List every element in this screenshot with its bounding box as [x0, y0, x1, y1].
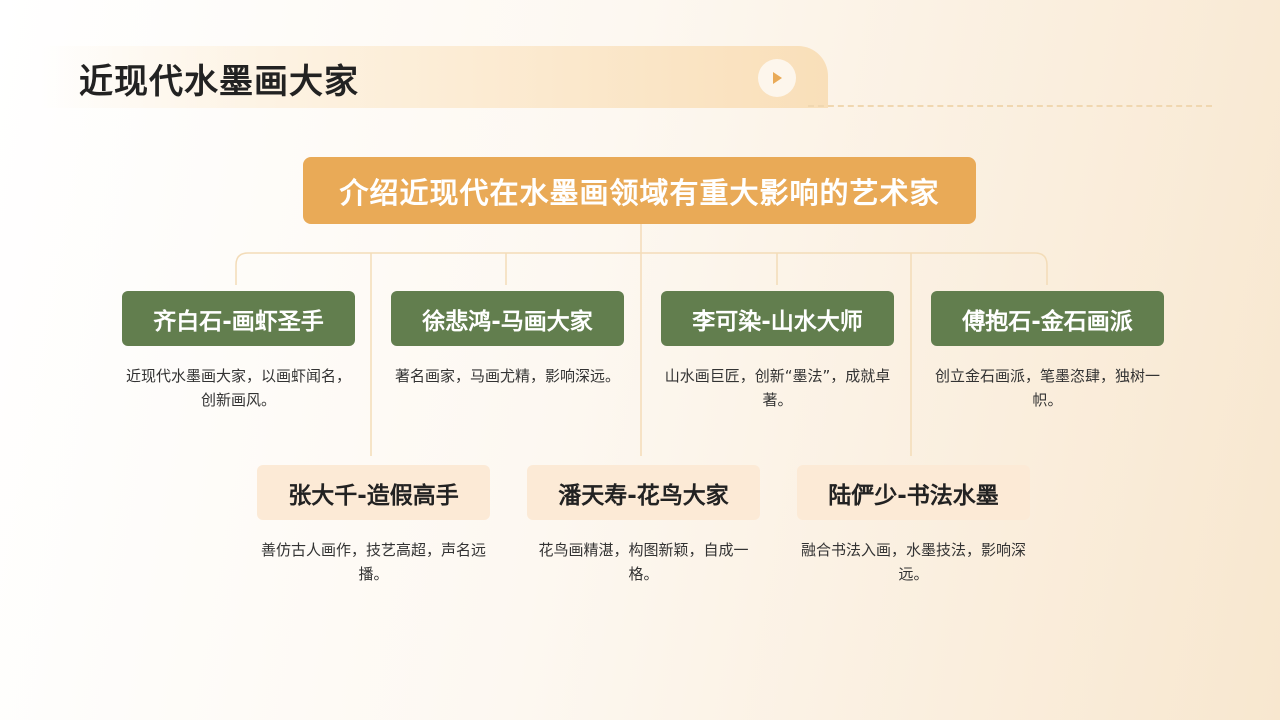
branch-line	[235, 252, 1048, 285]
root-node: 介绍近现代在水墨画领域有重大影响的艺术家	[303, 157, 976, 224]
play-button[interactable]	[758, 59, 796, 97]
node-qi-baishi[interactable]: 齐白石-画虾圣手	[122, 291, 355, 346]
title-band	[40, 46, 828, 108]
play-icon	[773, 72, 782, 84]
node-xu-beihong-desc: 著名画家，马画尤精，影响深远。	[394, 367, 620, 385]
node-pan-tianshou[interactable]: 潘天寿-花鸟大家	[527, 465, 760, 520]
page-title: 近现代水墨画大家	[79, 62, 359, 102]
node-fu-baoshi[interactable]: 傅抱石-金石画派	[931, 291, 1164, 346]
node-pan-tianshou-desc: 花鸟画精湛，构图新颖，自成一格。	[538, 541, 749, 583]
node-li-keran-desc: 山水画巨匠，创新“墨法”，成就卓著。	[664, 367, 891, 409]
node-li-keran[interactable]: 李可染-山水大师	[661, 291, 894, 346]
header-divider	[808, 105, 1212, 107]
node-lu-yanshao[interactable]: 陆俨少-书法水墨	[797, 465, 1030, 520]
node-fu-baoshi-desc: 创立金石画派，笔墨恣肆，独树一帜。	[934, 367, 1160, 409]
node-zhang-daqian-desc: 善仿古人画作，技艺高超，声名远播。	[260, 541, 486, 583]
node-lu-yanshao-desc: 融合书法入画，水墨技法，影响深远。	[800, 541, 1026, 583]
node-qi-baishi-desc: 近现代水墨画大家，以画虾闻名，创新画风。	[125, 367, 351, 409]
node-xu-beihong[interactable]: 徐悲鸿-马画大家	[391, 291, 624, 346]
node-zhang-daqian[interactable]: 张大千-造假高手	[257, 465, 490, 520]
